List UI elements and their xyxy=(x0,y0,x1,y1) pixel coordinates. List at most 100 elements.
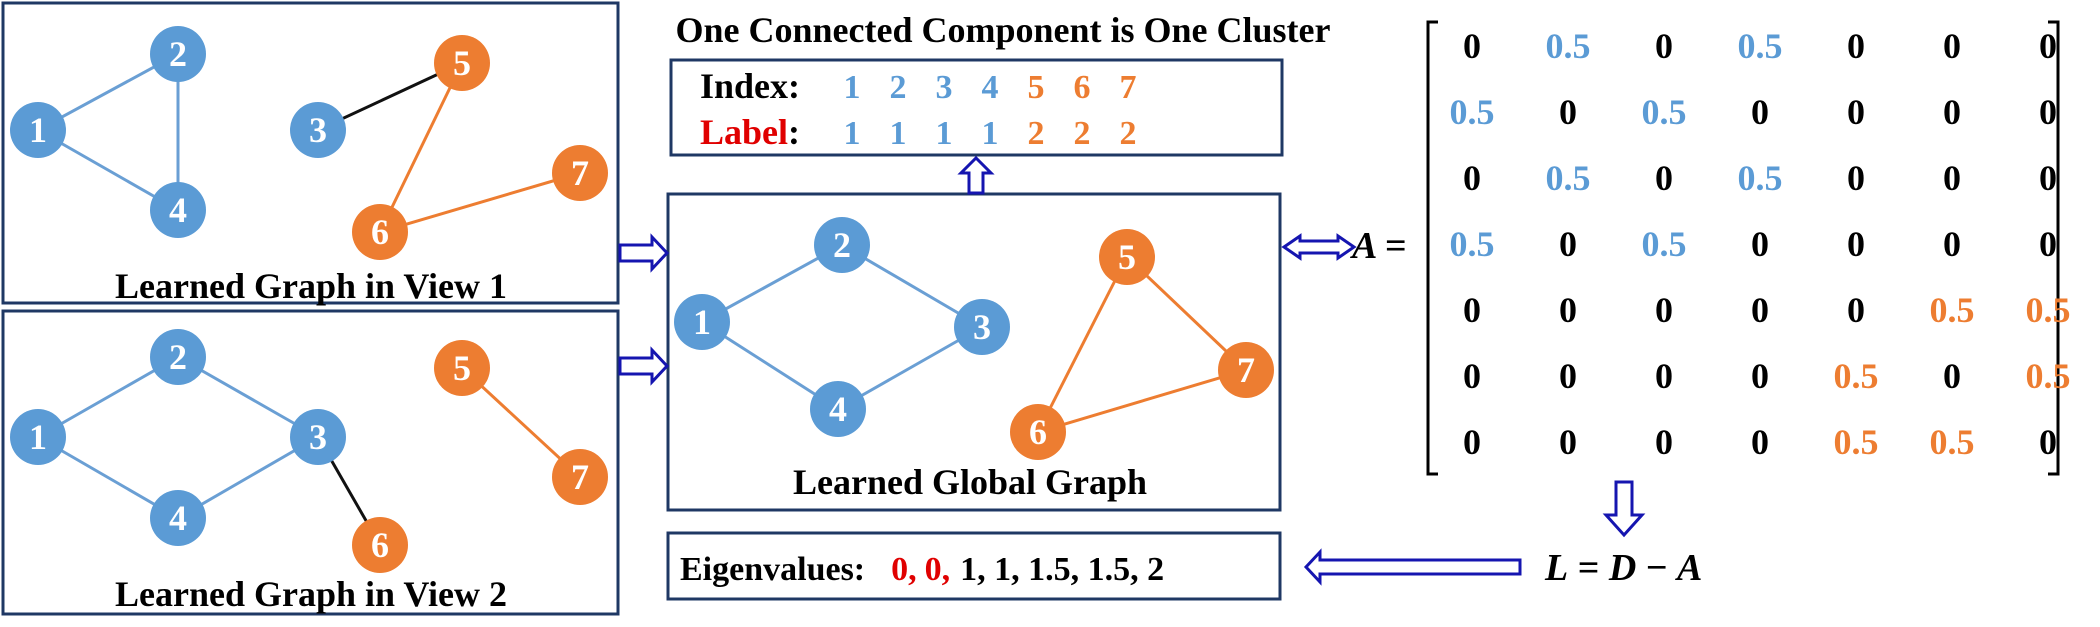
matrix-cell-2-5: 0 xyxy=(1847,92,1865,132)
view1-node-label-6: 6 xyxy=(371,212,389,252)
view2-node-2 xyxy=(150,329,206,385)
laplacian-eq: = xyxy=(1568,547,1609,589)
label-colon: : xyxy=(788,112,800,152)
matrix-symbol: A xyxy=(1350,225,1377,267)
global-node-1 xyxy=(674,294,730,350)
adjacency-matrix: 0 0.5 0 0.5 0 0 0 0.5 0 0.5 0 0 0 0 0 0.5 0 0.5 0 0 0 0.5 0 0.5… xyxy=(1450,26,2071,462)
global-edge-6-7 xyxy=(1037,368,1247,434)
label-value-2: 1 xyxy=(890,115,907,152)
arrow-laplacian-to-eigen xyxy=(1303,548,1522,586)
matrix-cell-4-4: 0 xyxy=(1751,224,1769,264)
view2-node-label-5: 5 xyxy=(453,348,471,388)
eigen-label: Eigenvalues: xyxy=(680,551,865,588)
index-title: Index xyxy=(700,66,788,106)
arrow-global-matrix xyxy=(1281,233,1357,261)
eigenvalues-line: Eigenvalues:0,0,1, 1, 1.5, 1.5, 2 xyxy=(680,551,1164,588)
matrix-cell-3-3: 0 xyxy=(1655,158,1673,198)
matrix-cell-7-4: 0 xyxy=(1751,422,1769,462)
global-node-label-5: 5 xyxy=(1118,237,1136,277)
matrix-cell-2-7: 0 xyxy=(2039,92,2057,132)
view1-node-7 xyxy=(552,145,608,201)
matrix-cell-1-3: 0 xyxy=(1655,26,1673,66)
arrow-view1-to-global xyxy=(618,233,670,273)
global-node-3 xyxy=(954,299,1010,355)
view1-node-2 xyxy=(150,26,206,82)
index-value-7: 7 xyxy=(1120,69,1137,106)
global-node-label-7: 7 xyxy=(1237,350,1255,390)
laplacian-equation: L = D − A xyxy=(1544,547,1702,589)
matrix-cell-6-1: 0 xyxy=(1463,356,1481,396)
index-label-panel xyxy=(669,58,1284,157)
matrix-right-bracket xyxy=(2048,20,2060,476)
laplacian-minus: − xyxy=(1636,547,1677,589)
view2-node-3 xyxy=(290,409,346,465)
matrix-cell-2-2: 0 xyxy=(1559,92,1577,132)
matrix-cell-1-7: 0 xyxy=(2039,26,2057,66)
matrix-cell-6-7: 0.5 xyxy=(2026,356,2071,396)
view1-node-label-7: 7 xyxy=(571,153,589,193)
view1-node-label-2: 2 xyxy=(169,34,187,74)
laplacian-A: A xyxy=(1675,547,1702,589)
label-value-4: 1 xyxy=(982,115,999,152)
matrix-cell-5-6: 0.5 xyxy=(1930,290,1975,330)
matrix-cell-1-6: 0 xyxy=(1943,26,1961,66)
global-node-4 xyxy=(810,381,866,437)
label-value-6: 2 xyxy=(1074,115,1091,152)
matrix-cell-3-6: 0 xyxy=(1943,158,1961,198)
arrow-view2-to-global xyxy=(618,346,670,386)
global-edge-5-6 xyxy=(1036,256,1129,433)
label-value-1: 1 xyxy=(844,115,861,152)
global-node-label-2: 2 xyxy=(833,225,851,265)
matrix-left-bracket xyxy=(1426,20,1438,476)
eigen-zero-2: 0, xyxy=(925,551,951,588)
view2-node-label-3: 3 xyxy=(309,417,327,457)
view2-node-label-4: 4 xyxy=(169,498,187,538)
view1-node-label-3: 3 xyxy=(309,110,327,150)
view2-node-5 xyxy=(434,340,490,396)
index-value-2: 2 xyxy=(890,69,907,106)
eigen-zero-1: 0, xyxy=(891,551,917,588)
arrow-global-to-index xyxy=(957,155,995,195)
label-title: Label xyxy=(700,112,788,152)
matrix-cell-3-7: 0 xyxy=(2039,158,2057,198)
view2-node-label-7: 7 xyxy=(571,457,589,497)
index-value-4: 4 xyxy=(982,69,999,106)
global-node-2 xyxy=(814,217,870,273)
matrix-cell-5-5: 0 xyxy=(1847,290,1865,330)
view1-caption: Learned Graph in View 1 xyxy=(115,266,507,306)
matrix-cell-1-2: 0.5 xyxy=(1546,26,1591,66)
view2-node-4 xyxy=(150,490,206,546)
view1-node-label-4: 4 xyxy=(169,190,187,230)
global-node-6 xyxy=(1010,404,1066,460)
label-value-7: 2 xyxy=(1120,115,1137,152)
index-row-title: Index: xyxy=(700,66,800,106)
global-caption: Learned Global Graph xyxy=(793,462,1147,502)
diagram-title: One Connected Component is One Cluster xyxy=(676,10,1331,50)
matrix-cell-3-2: 0.5 xyxy=(1546,158,1591,198)
matrix-cell-4-3: 0.5 xyxy=(1642,224,1687,264)
matrix-cell-1-5: 0 xyxy=(1847,26,1865,66)
view2-node-1 xyxy=(10,409,66,465)
matrix-cell-6-4: 0 xyxy=(1751,356,1769,396)
matrix-cell-3-1: 0 xyxy=(1463,158,1481,198)
global-node-label-1: 1 xyxy=(693,302,711,342)
label-row-title: Label: xyxy=(700,112,800,152)
matrix-cell-4-1: 0.5 xyxy=(1450,224,1495,264)
matrix-cell-3-4: 0.5 xyxy=(1738,158,1783,198)
view1-node-label-5: 5 xyxy=(453,43,471,83)
view2-node-6 xyxy=(352,517,408,573)
matrix-cell-6-3: 0 xyxy=(1655,356,1673,396)
matrix-cell-3-5: 0 xyxy=(1847,158,1865,198)
laplacian-L: L xyxy=(1544,547,1568,589)
label-value-5: 2 xyxy=(1028,115,1045,152)
view1-node-4 xyxy=(150,182,206,238)
matrix-cell-2-3: 0.5 xyxy=(1642,92,1687,132)
view2-node-label-2: 2 xyxy=(169,337,187,377)
global-node-7 xyxy=(1218,342,1274,398)
global-node-5 xyxy=(1099,229,1155,285)
view1-edge-5-6 xyxy=(378,62,464,233)
laplacian-D: D xyxy=(1608,547,1636,589)
view2-node-label-1: 1 xyxy=(29,417,47,457)
